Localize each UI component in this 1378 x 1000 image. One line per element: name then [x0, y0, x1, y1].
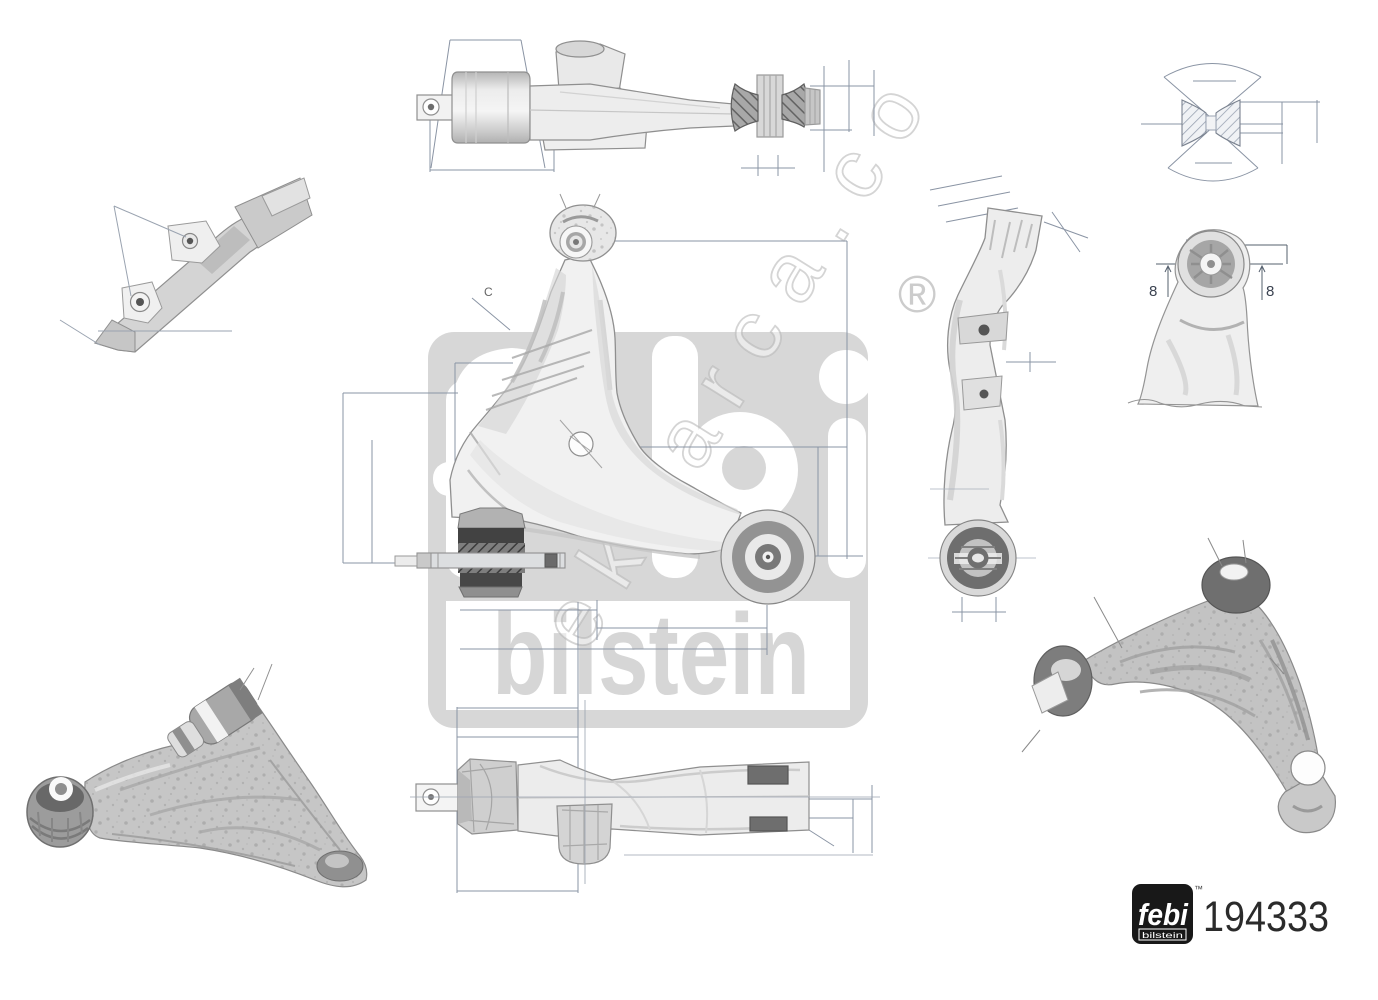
svg-text:C: C [484, 285, 493, 299]
svg-text:194333: 194333 [1203, 893, 1329, 941]
svg-text:8: 8 [1149, 283, 1157, 300]
svg-text:bilstein: bilstein [1142, 930, 1183, 940]
svg-text:8: 8 [1266, 283, 1274, 300]
svg-text:™: ™ [1194, 884, 1203, 894]
svg-text:febi: febi [1138, 897, 1189, 932]
svg-text:®: ® [898, 266, 936, 324]
svg-text:bilstein: bilstein [492, 591, 810, 719]
